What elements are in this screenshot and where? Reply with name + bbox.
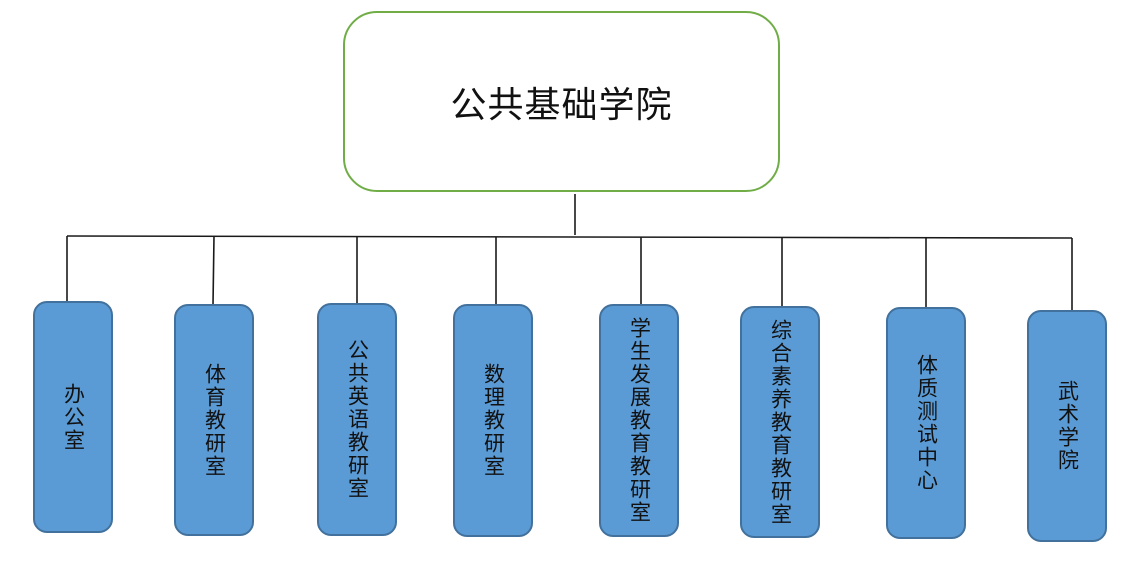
child-node-math-physics-dept: 数理教研室	[453, 304, 533, 537]
child-node-label: 数理教研室	[481, 363, 506, 478]
child-node-office: 办公室	[33, 301, 113, 533]
child-node-label: 办公室	[61, 382, 86, 452]
child-node-label: 体育教研室	[202, 362, 227, 478]
horizontal-bus-line	[66, 235, 1073, 239]
child-node-label: 学生发展教育教研室	[627, 317, 652, 524]
child-node-label: 体质测试中心	[914, 354, 939, 492]
root-node-label: 公共基础学院	[450, 84, 673, 126]
child-stem-line-2	[212, 235, 215, 306]
child-node-fitness-test-center: 体质测试中心	[886, 307, 966, 539]
child-node-label: 武术学院	[1055, 380, 1080, 472]
child-node-label: 综合素养教育教研室	[768, 318, 793, 526]
child-node-martial-arts-college: 武术学院	[1027, 310, 1107, 542]
child-node-student-development-dept: 学生发展教育教研室	[599, 304, 679, 537]
root-node: 公共基础学院	[343, 11, 780, 192]
child-node-label: 公共英语教研室	[345, 339, 370, 500]
child-node-english-dept: 公共英语教研室	[317, 303, 397, 536]
child-node-pe-dept: 体育教研室	[174, 304, 254, 536]
child-node-comprehensive-literacy-dept: 综合素养教育教研室	[740, 306, 820, 538]
